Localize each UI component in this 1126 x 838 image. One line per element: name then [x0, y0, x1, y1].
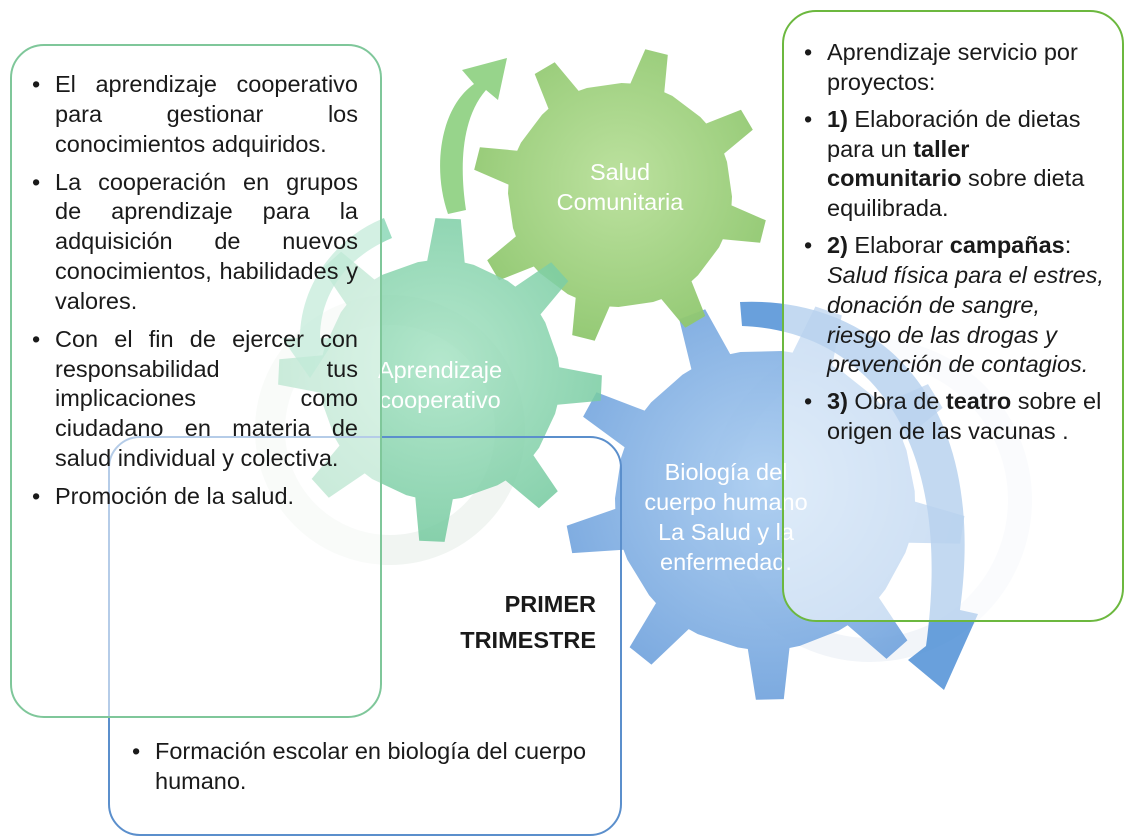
salud-comunitaria-label: Salud Comunitaria	[556, 159, 684, 215]
left-list: El aprendizaje cooperativo para gestiona…	[30, 70, 358, 512]
list-item: 3) Obra de teatro sobre el origen de las…	[802, 387, 1110, 447]
list-item: La cooperación en grupos de aprendizaje …	[30, 168, 358, 317]
list-item: 1) Elaboración de dietas para un taller …	[802, 105, 1110, 224]
right-list: Aprendizaje servicio por proyectos: 1) E…	[802, 38, 1110, 447]
green-curved-arrow	[440, 58, 507, 214]
list-item: El aprendizaje cooperativo para gestiona…	[30, 70, 358, 160]
trimestre-label: PRIMER TRIMESTRE	[460, 591, 596, 654]
list-item: Formación escolar en biología del cuerpo…	[130, 737, 620, 797]
list-item: Promoción de la salud.	[30, 482, 358, 512]
list-item: 2) Elaborar campañas: Salud física para …	[802, 231, 1110, 380]
salud-comunitaria-box: Aprendizaje servicio por proyectos: 1) E…	[782, 10, 1124, 622]
aprendizaje-cooperativo-label: Aprendizaje cooperativo	[377, 357, 503, 413]
list-item: Aprendizaje servicio por proyectos:	[802, 38, 1110, 98]
bottom-list: Formación escolar en biología del cuerpo…	[130, 737, 620, 805]
aprendizaje-cooperativo-box: El aprendizaje cooperativo para gestiona…	[10, 44, 382, 718]
list-item: Con el fin de ejercer con responsabilida…	[30, 325, 358, 474]
